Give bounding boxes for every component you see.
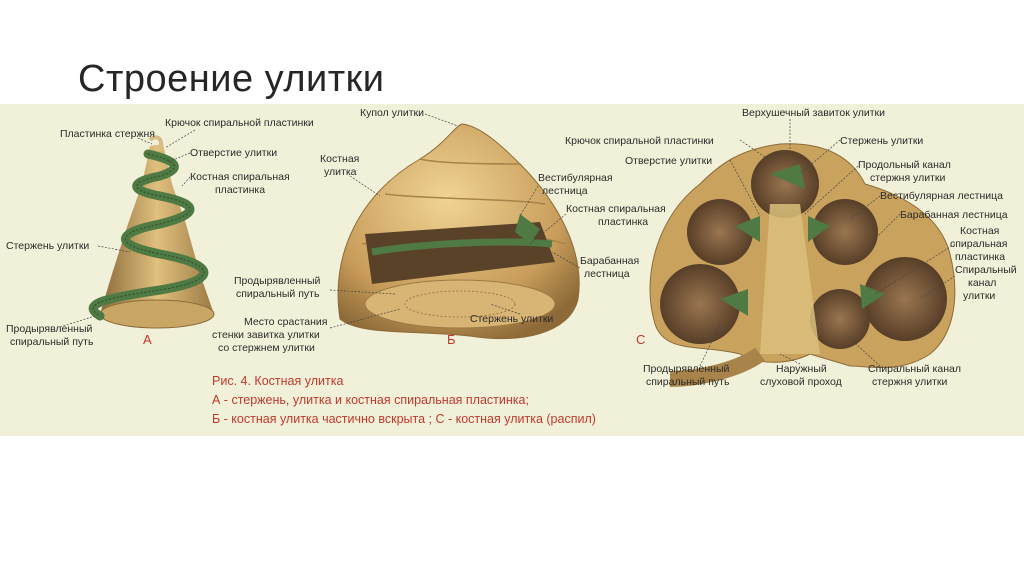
label-a-bony-2: пластинка: [215, 184, 265, 196]
label-c-spiral-1: Спиральный: [955, 264, 1017, 276]
label-c-apical: Верхушечный завиток улитки: [742, 107, 885, 119]
label-b-perforated-2: спиральный путь: [236, 288, 320, 300]
cochlea-b-base: [364, 279, 556, 329]
label-c-spiral-3: улитки: [963, 290, 995, 302]
label-c-spiral-canal-2: стержня улитки: [872, 376, 947, 388]
label-c-spiral-2: канал: [968, 277, 996, 289]
label-b-fusion-2: стенки завитка улитки: [212, 329, 320, 341]
label-a-perforated-1: Продырявленный: [6, 323, 93, 335]
base-a-shape: [99, 299, 215, 329]
label-c-modiolus: Стержень улитки: [840, 135, 923, 147]
cochlea-b-plate: [371, 238, 553, 256]
slide-title: Строение улитки: [78, 58, 385, 100]
meatus-c-shape: [669, 347, 765, 387]
label-c-meatus-1: Наружный: [776, 363, 827, 375]
caption-line-1: Рис. 4. Костная улитка: [212, 374, 343, 388]
label-b-vestibular-2: лестница: [542, 185, 588, 197]
figure-b-letter: Б: [447, 332, 456, 347]
label-a-rod-plate: Пластинка стержня: [60, 128, 155, 140]
label-b-plate-2: пластинка: [598, 216, 648, 228]
cochlea-illustration: Пластинка стержня Крючок спиральной плас…: [6, 107, 1017, 426]
label-a-hook: Крючок спиральной пластинки: [165, 117, 314, 129]
label-c-canal-2: стержня улитки: [870, 172, 945, 184]
label-b-fusion-1: Место срастания: [244, 316, 327, 328]
figure-a: Пластинка стержня Крючок спиральной плас…: [6, 117, 314, 348]
caption-line-2: А - стержень, улитка и костная спиральна…: [212, 393, 529, 407]
figure-a-letter: А: [143, 332, 152, 347]
label-b-modiolus: Стержень улитки: [470, 313, 553, 325]
label-c-hook: Крючок спиральной пластинки: [565, 135, 714, 147]
cavity-upper-left: [687, 199, 753, 265]
modiolus-c-shape: [760, 204, 820, 354]
caption-line-3: Б - костная улитка частично вскрыта ; С …: [212, 412, 596, 426]
label-c-meatus-2: слуховой проход: [760, 376, 842, 388]
label-c-bony-1: Костная: [960, 225, 999, 237]
cavity-lower-left: [660, 264, 740, 344]
label-c-spiral-canal-1: Спиральный канал: [868, 363, 961, 375]
label-b-vestibular-1: Вестибулярная: [538, 172, 613, 184]
cavity-apex: [751, 150, 819, 218]
label-a-modiolus: Стержень улитки: [6, 240, 89, 252]
label-b-bony-1: Костная: [320, 153, 359, 165]
label-c-canal-1: Продольный канал: [858, 159, 951, 171]
label-c-perforated-2: спиральный путь: [646, 376, 730, 388]
figure-c-letter: С: [636, 332, 645, 347]
figure-b: Купол улитки Костная улитка Вестибулярна…: [212, 107, 666, 354]
label-a-bony-1: Костная спиральная: [190, 171, 290, 183]
cochlea-figure: Пластинка стержня Крючок спиральной плас…: [0, 104, 1024, 436]
label-c-bony-2: спиральная: [950, 238, 1007, 250]
label-b-tympanic-2: лестница: [584, 268, 630, 280]
cavity-lower-right: [863, 257, 947, 341]
label-b-plate-1: Костная спиральная: [566, 203, 666, 215]
figure-c: Верхушечный завиток улитки Крючок спирал…: [565, 107, 1017, 388]
label-c-tympanic: Барабанная лестница: [900, 209, 1008, 221]
label-c-bony-3: пластинка: [955, 251, 1005, 263]
label-c-vestibular: Вестибулярная лестница: [880, 190, 1003, 202]
spiral-plate-a-edge: [92, 153, 205, 317]
label-b-bony-2: улитка: [324, 166, 357, 178]
cavity-lower-mid: [810, 289, 870, 349]
label-b-tympanic-1: Барабанная: [580, 255, 639, 267]
label-a-perforated-2: спиральный путь: [10, 336, 94, 348]
label-c-perforated-1: Продырявленный: [643, 363, 730, 375]
label-b-fusion-3: со стержнем улитки: [218, 342, 315, 354]
label-a-opening: Отверстие улитки: [190, 147, 277, 159]
label-b-perforated-1: Продырявленный: [234, 275, 321, 287]
cochlea-b-window: [365, 222, 555, 284]
label-c-opening: Отверстие улитки: [625, 155, 712, 167]
cavity-upper-right: [812, 199, 878, 265]
label-b-cupula: Купол улитки: [360, 107, 424, 119]
rod-tip-a-shape: [148, 135, 163, 151]
